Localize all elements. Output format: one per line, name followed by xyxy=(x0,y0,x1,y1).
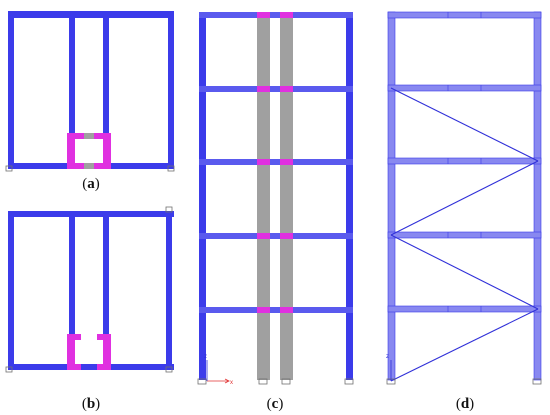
plan-a-support-br xyxy=(167,165,175,172)
elev-c-joint-floor-1-wall-left xyxy=(257,307,270,313)
plan-b-support-br xyxy=(165,366,173,373)
plan-a-support-bl xyxy=(5,165,13,172)
elev-c-beam-floor-4 xyxy=(199,86,353,92)
elev-c-axis-triad: x z xyxy=(204,354,233,386)
plan-b-inner-left-beam xyxy=(69,211,75,335)
elev-c-joint-roof-wall-left xyxy=(257,12,270,18)
axis-x-label: x xyxy=(230,380,233,386)
elev-c-joint-floor-2-wall-left xyxy=(257,233,270,239)
plan-b-right-column-line xyxy=(166,217,172,370)
brace-4 xyxy=(390,308,539,382)
elev-d-axis-triad: z xyxy=(386,354,392,381)
elev-d-floor-beams xyxy=(387,11,542,313)
caption-d: (d) xyxy=(456,396,474,412)
core-b-left-top-flange xyxy=(67,334,81,340)
core-b-right-wall xyxy=(103,334,111,370)
panel-b-floor-plan xyxy=(5,206,174,373)
core-b-left-wall xyxy=(67,334,75,370)
brace-2 xyxy=(390,160,539,236)
core-a-bottom-gap xyxy=(84,163,94,169)
elev-d-support-right xyxy=(532,378,542,385)
plan-b-inner-right-beam xyxy=(103,211,109,335)
elev-d-beam-splices xyxy=(447,12,482,312)
plan-b-left-column-line xyxy=(8,211,14,370)
elev-d-bracing xyxy=(390,87,539,382)
axis-x-arrowhead xyxy=(224,378,230,384)
caption-c: (c) xyxy=(267,396,284,412)
elev-c-joint-floor-4-wall-left xyxy=(257,86,270,92)
elev-d-beam-floor-1 xyxy=(387,305,542,313)
panel-a-floor-plan xyxy=(5,11,175,172)
elev-c-beam-roof xyxy=(199,12,353,18)
axis-z-label-d: z xyxy=(386,354,389,360)
elev-c-joint-floor-4-wall-right xyxy=(280,86,293,92)
elev-c-wall-beam-joints xyxy=(257,12,293,313)
caption-d-letter: d xyxy=(461,396,470,412)
plan-b-open-core xyxy=(67,334,111,370)
elev-d-supports xyxy=(386,378,542,385)
elev-c-support-4 xyxy=(344,378,354,385)
core-b-left-bottom-flange xyxy=(67,364,81,370)
caption-b: (b) xyxy=(82,396,100,412)
elev-c-wall-right xyxy=(280,12,293,380)
elev-c-support-2 xyxy=(258,378,268,385)
plan-b-support-bl xyxy=(5,366,13,373)
panel-c-elevation: x z xyxy=(197,12,354,386)
elev-c-joint-floor-3-wall-left xyxy=(257,159,270,165)
elev-c-joint-floor-1-wall-right xyxy=(280,307,293,313)
elev-d-beam-floor-4 xyxy=(387,84,542,92)
elev-d-right-column xyxy=(533,11,542,381)
elev-c-right-column xyxy=(346,12,353,380)
caption-b-letter: b xyxy=(87,396,95,412)
plan-b-support-tr xyxy=(165,206,173,213)
plan-a-top-beam xyxy=(10,11,172,18)
elev-c-joint-roof-wall-right xyxy=(280,12,293,18)
elev-c-beam-floor-1 xyxy=(199,307,353,313)
axis-z-label: z xyxy=(204,354,207,360)
plan-b-top-beam xyxy=(8,211,174,217)
plan-a-closed-core xyxy=(67,133,111,169)
elev-c-support-1 xyxy=(197,378,207,385)
elev-c-supports xyxy=(197,378,354,385)
caption-a-letter: a xyxy=(87,176,95,192)
elev-d-beam-floor-2 xyxy=(387,231,542,239)
plan-a-inner-right-beam xyxy=(103,11,109,135)
core-b-right-top-flange xyxy=(97,334,111,340)
core-a-top-gap xyxy=(84,133,94,139)
elev-d-left-column xyxy=(387,11,396,381)
elev-c-floor-beams xyxy=(199,12,353,313)
brace-1 xyxy=(390,87,539,162)
elev-d-beam-floor-3 xyxy=(387,157,542,165)
elev-d-beam-roof xyxy=(387,11,542,19)
panel-d-elevation: z xyxy=(386,11,542,385)
core-a-right-wall xyxy=(103,133,111,169)
plan-a-inner-left-beam xyxy=(69,11,75,135)
elev-c-beam-floor-2 xyxy=(199,233,353,239)
caption-a: (a) xyxy=(82,176,100,192)
core-a-left-wall xyxy=(67,133,75,169)
elev-c-joint-floor-2-wall-right xyxy=(280,233,293,239)
caption-c-letter: c xyxy=(272,396,279,412)
elev-c-beam-floor-3 xyxy=(199,159,353,165)
brace-3 xyxy=(390,234,539,310)
core-b-right-bottom-flange xyxy=(97,364,111,370)
elev-c-left-column xyxy=(199,12,206,380)
plan-b-bottom-beam xyxy=(8,364,174,370)
plan-a-right-column-line xyxy=(168,11,174,169)
plan-a-left-column-line xyxy=(8,11,14,169)
elev-c-joint-floor-3-wall-right xyxy=(280,159,293,165)
elev-c-support-3 xyxy=(281,378,291,385)
elev-c-wall-left xyxy=(257,12,270,380)
